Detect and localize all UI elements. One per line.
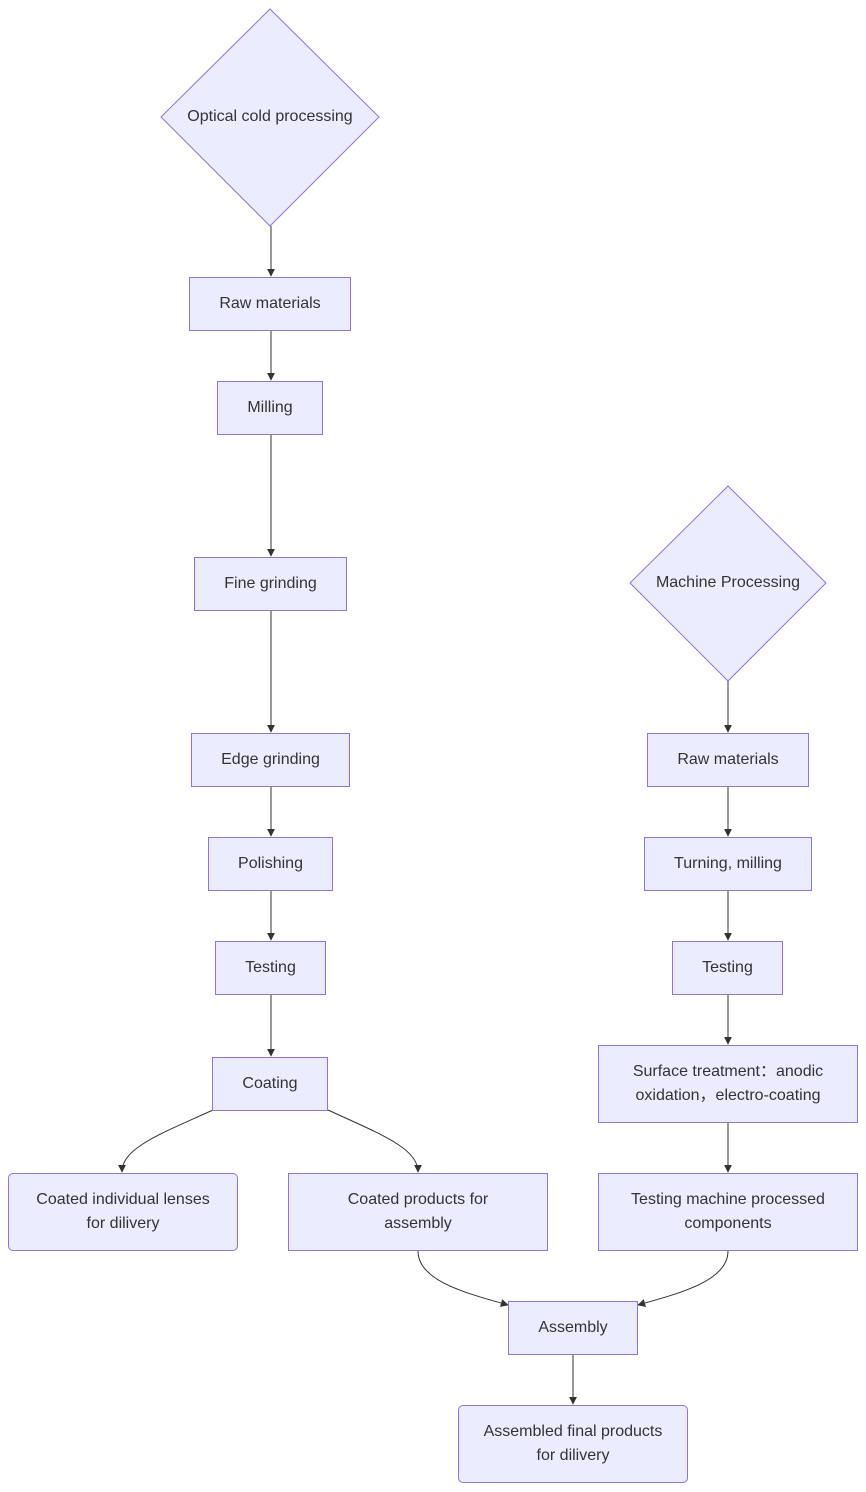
decision-optical-shape	[160, 8, 380, 227]
node-milling: Milling	[217, 381, 323, 435]
node-coated-lenses: Coated individual lenses for dilivery	[8, 1173, 238, 1251]
node-fine-grinding: Fine grinding	[194, 557, 347, 611]
node-machine-testing: Testing	[672, 941, 783, 995]
node-machine-testing-label: Testing	[702, 959, 753, 976]
edge-components-to-assembly	[637, 1250, 729, 1307]
node-coated-products: Coated products for assembly	[288, 1173, 548, 1251]
node-assembly-label: Assembly	[538, 1319, 608, 1336]
node-optical-testing-label: Testing	[245, 959, 296, 976]
node-polishing: Polishing	[208, 837, 333, 891]
node-assembly: Assembly	[508, 1301, 638, 1355]
node-machine-raw-materials: Raw materials	[647, 733, 809, 787]
node-turning-milling: Turning, milling	[644, 837, 812, 891]
node-coating-label: Coating	[242, 1075, 298, 1092]
node-machine-raw-materials-label: Raw materials	[677, 751, 779, 768]
node-coated-lenses-label: Coated individual lenses for dilivery	[36, 1191, 210, 1232]
node-edge-grinding-label: Edge grinding	[221, 751, 320, 768]
node-testing-components-label: Testing machine processed components	[631, 1191, 825, 1232]
node-edge-grinding: Edge grinding	[191, 733, 350, 787]
node-optical-raw-materials: Raw materials	[189, 277, 351, 331]
node-polishing-label: Polishing	[238, 855, 303, 872]
decision-optical-label: Optical cold processing	[161, 105, 379, 129]
node-surface-treatment-label: Surface treatment：anodic oxidation，elect…	[632, 1063, 824, 1104]
edge-products-to-assembly	[417, 1250, 509, 1307]
node-testing-components: Testing machine processed components	[598, 1173, 858, 1251]
node-assembled-products: Assembled final products for dilivery	[458, 1405, 688, 1483]
node-milling-label: Milling	[247, 399, 293, 416]
node-optical-testing: Testing	[215, 941, 326, 995]
edge-coating-to-lenses	[118, 1109, 214, 1173]
node-coating: Coating	[212, 1057, 328, 1111]
node-surface-treatment: Surface treatment：anodic oxidation，elect…	[598, 1045, 858, 1123]
node-fine-grinding-label: Fine grinding	[224, 575, 317, 592]
node-assembled-products-label: Assembled final products for dilivery	[483, 1423, 663, 1464]
node-optical-raw-materials-label: Raw materials	[219, 295, 321, 312]
edge-coating-to-products	[327, 1109, 422, 1173]
node-turning-milling-label: Turning, milling	[674, 855, 782, 872]
decision-optical-text: Optical cold processing	[187, 108, 353, 125]
node-coated-products-label: Coated products for assembly	[347, 1191, 489, 1232]
decision-machine-label: Machine Processing	[630, 571, 826, 595]
decision-machine-text: Machine Processing	[655, 574, 801, 591]
